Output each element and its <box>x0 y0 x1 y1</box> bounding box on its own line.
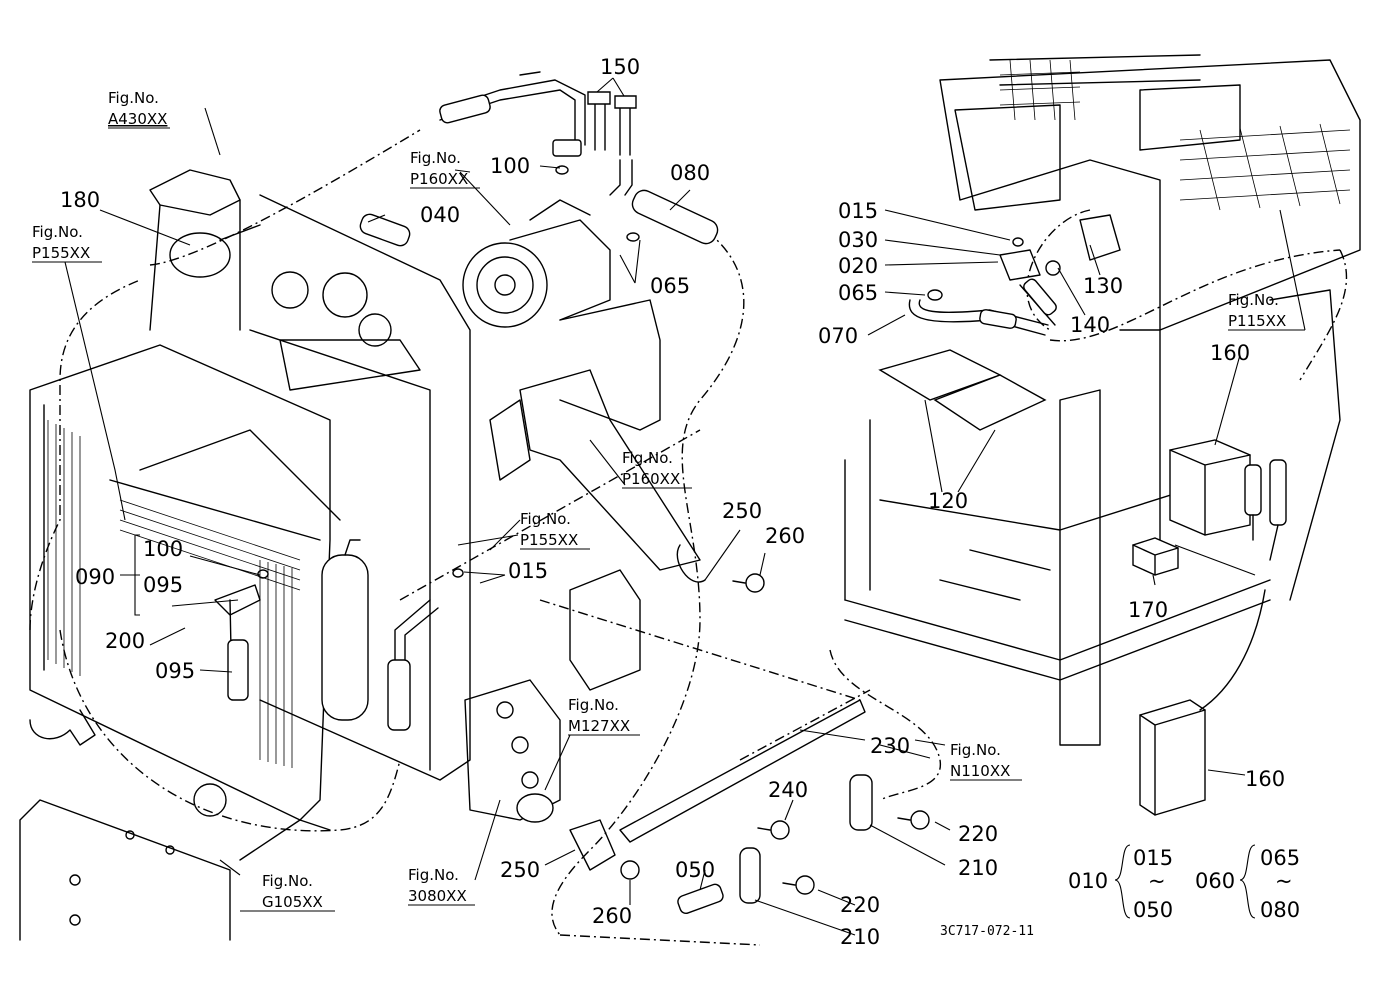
part-label-100-top: 100 <box>490 154 530 178</box>
fig-ref-line1: Fig.No. <box>408 866 459 884</box>
fig-ref-line1: Fig.No. <box>1228 291 1279 309</box>
fig-ref-g105: Fig.No. G105XX <box>240 872 335 912</box>
fig-ref-p160-mid: Fig.No. P160XX <box>622 449 692 489</box>
fig-ref-line1: Fig.No. <box>262 872 313 890</box>
part-label-030: 030 <box>838 228 878 252</box>
fig-ref-number: 3080XX <box>408 887 467 905</box>
legend-group-010: 010 015 ~ 050 <box>1068 846 1173 922</box>
fig-ref-line1: Fig.No. <box>410 149 461 167</box>
part-label-200: 200 <box>105 629 145 653</box>
part-label-220-top: 220 <box>958 822 998 846</box>
fig-ref-number: M127XX <box>568 717 630 735</box>
part-label-260-right: 260 <box>765 524 805 548</box>
part-labels: 150 100 080 040 065 180 015 030 020 065 … <box>60 55 1285 949</box>
fig-ref-line1: Fig.No. <box>520 510 571 528</box>
fig-ref-line1: Fig.No. <box>108 89 159 107</box>
part-label-160-bottom: 160 <box>1245 767 1285 791</box>
part-label-020: 020 <box>838 254 878 278</box>
fig-ref-m127: Fig.No. M127XX <box>568 696 640 736</box>
part-label-095-bottom: 095 <box>155 659 195 683</box>
part-label-015-mid: 015 <box>508 559 548 583</box>
legend-parent-060: 060 <box>1195 869 1235 893</box>
part-label-015-right: 015 <box>838 199 878 223</box>
part-label-180: 180 <box>60 188 100 212</box>
leader-lines <box>64 77 1306 936</box>
part-label-040: 040 <box>420 203 460 227</box>
assembly-legend: 010 015 ~ 050 060 065 ~ 080 <box>1068 846 1300 922</box>
part-label-050: 050 <box>675 858 715 882</box>
legend-parent-010: 010 <box>1068 869 1108 893</box>
fig-ref-number: P115XX <box>1228 312 1286 330</box>
legend-tilde: ~ <box>1275 869 1293 893</box>
legend-last-080: 080 <box>1260 898 1300 922</box>
part-label-260-left: 260 <box>592 904 632 928</box>
part-label-240: 240 <box>768 778 808 802</box>
fig-ref-a430: Fig.No. A430XX <box>108 89 170 129</box>
fig-ref-line1: Fig.No. <box>568 696 619 714</box>
part-label-070: 070 <box>818 324 858 348</box>
part-label-170: 170 <box>1128 598 1168 622</box>
fig-ref-line1: Fig.No. <box>950 741 1001 759</box>
line-art <box>19 54 1361 946</box>
fig-ref-p155-mid: Fig.No. P155XX <box>520 510 590 550</box>
part-label-065-top: 065 <box>650 274 690 298</box>
fig-ref-number: P160XX <box>410 170 468 188</box>
part-label-130: 130 <box>1083 274 1123 298</box>
part-label-090: 090 <box>75 565 115 589</box>
fig-ref-line1: Fig.No. <box>32 223 83 241</box>
fig-ref-p115: Fig.No. P115XX <box>1228 291 1305 331</box>
fig-ref-p155-left: Fig.No. P155XX <box>32 223 102 263</box>
fig-ref-number: P155XX <box>520 531 578 549</box>
fig-ref-number: N110XX <box>950 762 1010 780</box>
part-label-140: 140 <box>1070 313 1110 337</box>
part-label-095-top: 095 <box>143 573 183 597</box>
part-label-210-bottom: 210 <box>840 925 880 949</box>
part-label-220-bottom: 220 <box>840 893 880 917</box>
part-label-160-top: 160 <box>1210 341 1250 365</box>
part-label-250-right: 250 <box>722 499 762 523</box>
legend-tilde: ~ <box>1148 869 1166 893</box>
part-label-250-left: 250 <box>500 858 540 882</box>
legend-first-015: 015 <box>1133 846 1173 870</box>
part-label-065-right: 065 <box>838 281 878 305</box>
legend-group-060: 060 065 ~ 080 <box>1195 846 1300 922</box>
part-label-210-right: 210 <box>958 856 998 880</box>
fig-ref-number: P160XX <box>622 470 680 488</box>
fig-ref-number: P155XX <box>32 244 90 262</box>
fig-ref-number: A430XX <box>108 110 167 128</box>
part-label-150: 150 <box>600 55 640 79</box>
legend-first-065: 065 <box>1260 846 1300 870</box>
fig-ref-number: G105XX <box>262 893 323 911</box>
fig-ref-3080: Fig.No. 3080XX <box>408 866 475 906</box>
legend-last-050: 050 <box>1133 898 1173 922</box>
part-label-080: 080 <box>670 161 710 185</box>
fig-ref-line1: Fig.No. <box>622 449 673 467</box>
drawing-code: 3C717-072-11 <box>940 924 1034 939</box>
part-label-230: 230 <box>870 734 910 758</box>
part-label-120: 120 <box>928 489 968 513</box>
part-label-100-left: 100 <box>143 537 183 561</box>
fig-ref-n110: Fig.No. N110XX <box>950 741 1022 781</box>
figure-references: Fig.No. A430XX Fig.No. P155XX Fig.No. P1… <box>32 89 1305 912</box>
fig-ref-p160-top: Fig.No. P160XX <box>410 149 480 189</box>
